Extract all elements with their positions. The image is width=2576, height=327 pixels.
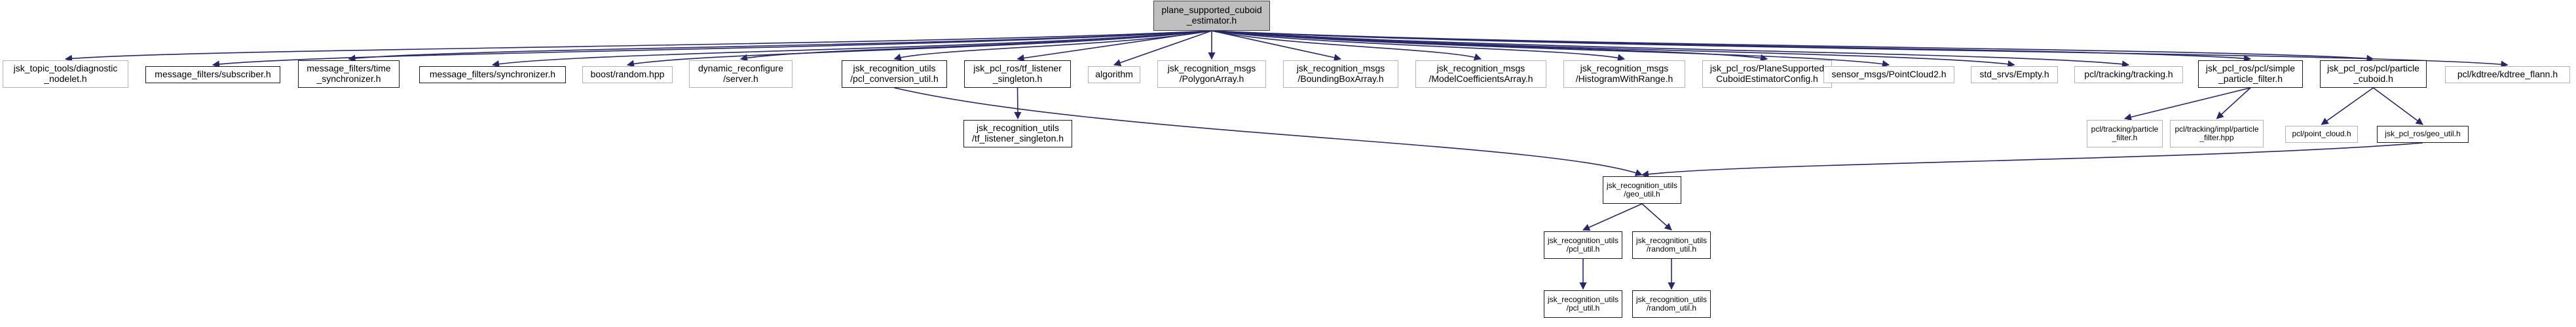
node-label: jsk_recognition_utils /pcl_conversion_ut… (850, 63, 939, 84)
graph-node[interactable]: jsk_recognition_utils /random_util.h (1632, 290, 1711, 318)
node-label: std_srvs/Empty.h (1979, 69, 2049, 80)
graph-node[interactable]: jsk_recognition_utils /tf_listener_singl… (963, 120, 1072, 147)
graph-node[interactable]: message_filters/synchronizer.h (419, 66, 566, 83)
node-label: dynamic_reconfigure /server.h (698, 63, 783, 84)
graph-edge (893, 30, 1212, 61)
node-label: jsk_pcl_ros/geo_util.h (2385, 129, 2461, 139)
graph-node[interactable]: jsk_recognition_msgs /HistogramWithRange… (1563, 60, 1685, 88)
node-label: boost/random.hpp (590, 69, 665, 80)
graph-node[interactable]: pcl/tracking/particle _filter.h (2087, 120, 2163, 147)
node-label: sensor_msgs/PointCloud2.h (1831, 69, 1947, 80)
graph-node[interactable]: algorithm (1088, 66, 1140, 83)
graph-node[interactable]: jsk_recognition_utils /geo_util.h (1603, 176, 1681, 204)
graph-edge (1211, 30, 1342, 62)
graph-node[interactable]: pcl/tracking/impl/particle _filter.hpp (2170, 120, 2264, 147)
graph-edge (1641, 203, 1672, 231)
graph-node[interactable]: sensor_msgs/PointCloud2.h (1823, 66, 1954, 83)
node-label: pcl/tracking/tracking.h (2084, 69, 2173, 80)
node-label: jsk_pcl_ros/pcl/simple _particle_filter.… (2205, 63, 2296, 84)
graph-edge (739, 30, 1212, 62)
node-label: jsk_pcl_ros/tf_listener _singleton.h (973, 63, 1062, 84)
graph-node[interactable]: pcl/kdtree/kdtree_flann.h (2445, 66, 2570, 83)
graph-node[interactable]: dynamic_reconfigure /server.h (689, 60, 793, 88)
graph-edge (1211, 30, 1482, 61)
graph-node[interactable]: jsk_recognition_utils /pcl_util.h (1544, 231, 1622, 259)
graph-node[interactable]: message_filters/time _synchronizer.h (298, 60, 400, 88)
node-label: pcl/tracking/impl/particle _filter.hpp (2175, 124, 2259, 142)
graph-node[interactable]: jsk_recognition_msgs /PolygonArray.h (1157, 60, 1266, 88)
graph-node[interactable]: jsk_recognition_msgs /BoundingBoxArray.h (1283, 60, 1398, 88)
graph-edge (1211, 30, 1768, 62)
graph-edge (1211, 30, 2252, 62)
graph-edge (2321, 87, 2374, 125)
graph-node[interactable]: jsk_recognition_msgs /ModelCoefficientsA… (1415, 60, 1546, 88)
node-label: jsk_recognition_msgs /HistogramWithRange… (1575, 63, 1673, 84)
node-label: jsk_pcl_ros/pcl/particle _cuboid.h (2327, 63, 2419, 84)
graph-node[interactable]: jsk_pcl_ros/pcl/particle _cuboid.h (2320, 60, 2427, 88)
node-label: jsk_recognition_utils /pcl_util.h (1547, 235, 1619, 254)
graph-node[interactable]: boost/random.hpp (582, 66, 673, 83)
graph-node[interactable]: message_filters/subscriber.h (145, 66, 280, 83)
graph-edge (1017, 30, 1212, 62)
node-label: jsk_pcl_ros/PlaneSupported CuboidEstimat… (1709, 63, 1825, 84)
node-label: jsk_recognition_msgs /ModelCoefficientsA… (1428, 63, 1533, 84)
node-label: jsk_recognition_msgs /BoundingBoxArray.h (1296, 63, 1385, 84)
graph-edge (1641, 142, 2423, 178)
graph-node[interactable]: jsk_pcl_ros/geo_util.h (2377, 126, 2469, 143)
graph-node[interactable]: jsk_recognition_utils /pcl_util.h (1544, 290, 1622, 318)
node-label: pcl/point_cloud.h (2292, 129, 2351, 139)
node-label: jsk_topic_tools/diagnostic _nodelet.h (13, 63, 118, 84)
graph-edge (2373, 87, 2423, 125)
graph-edge (1211, 30, 2509, 68)
graph-node[interactable]: jsk_pcl_ros/pcl/simple _particle_filter.… (2198, 60, 2303, 88)
graph-node[interactable]: pcl/tracking/tracking.h (2074, 66, 2183, 83)
graph-root-node[interactable]: plane_supported_cuboid _estimator.h (1153, 1, 1270, 31)
graph-node[interactable]: jsk_pcl_ros/PlaneSupported CuboidEstimat… (1702, 60, 1832, 88)
node-label: message_filters/subscriber.h (155, 69, 271, 80)
graph-node[interactable]: jsk_topic_tools/diagnostic _nodelet.h (3, 60, 128, 88)
graph-node[interactable]: pcl/point_cloud.h (2285, 126, 2358, 143)
node-label: jsk_recognition_utils /geo_util.h (1606, 180, 1678, 199)
node-label: message_filters/synchronizer.h (429, 69, 556, 80)
graph-edge (64, 30, 1212, 62)
node-label: jsk_recognition_msgs /PolygonArray.h (1167, 63, 1256, 84)
node-label: jsk_recognition_utils /random_util.h (1635, 294, 1708, 313)
node-label: jsk_recognition_utils /tf_listener_singl… (971, 123, 1064, 144)
graph-edge (1211, 30, 2374, 62)
node-label: pcl/kdtree/kdtree_flann.h (2457, 69, 2558, 80)
graph-node[interactable]: jsk_pcl_ros/tf_listener _singleton.h (964, 60, 1071, 88)
node-label: plane_supported_cuboid _estimator.h (1161, 5, 1262, 26)
node-label: pcl/tracking/particle _filter.h (2091, 124, 2159, 142)
graph-edge (2216, 87, 2251, 119)
node-label: algorithm (1095, 69, 1133, 80)
graph-edge (2123, 87, 2251, 121)
node-label: jsk_recognition_utils /random_util.h (1635, 235, 1708, 254)
graph-node[interactable]: jsk_recognition_utils /random_util.h (1632, 231, 1711, 259)
graph-node[interactable]: jsk_recognition_utils /pcl_conversion_ut… (842, 60, 947, 88)
graph-node[interactable]: std_srvs/Empty.h (1971, 66, 2058, 83)
node-label: message_filters/time _synchronizer.h (307, 63, 391, 84)
graph-edge (348, 30, 1212, 62)
graph-edge (1582, 203, 1643, 231)
node-label: jsk_recognition_utils /pcl_util.h (1547, 294, 1619, 313)
graph-edge (1211, 30, 1626, 62)
